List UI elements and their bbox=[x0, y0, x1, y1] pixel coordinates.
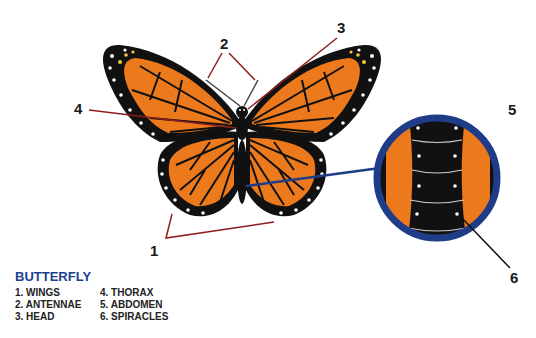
key-item: 1. WINGS bbox=[15, 288, 60, 298]
key-item: 4. THORAX bbox=[100, 288, 153, 298]
callout-number: 4 bbox=[74, 101, 82, 116]
callout-number: 6 bbox=[510, 270, 518, 285]
callout-number: 5 bbox=[508, 102, 516, 117]
key-item: 3. HEAD bbox=[15, 312, 54, 322]
key-item: 2. ANTENNAE bbox=[15, 300, 81, 310]
key-item: 6. SPIRACLES bbox=[100, 312, 168, 322]
callout-number: 3 bbox=[337, 20, 345, 35]
callout-number: 1 bbox=[150, 243, 158, 258]
callout-number: 2 bbox=[220, 36, 228, 51]
key-item: 5. ABDOMEN bbox=[100, 300, 162, 310]
key-title: BUTTERFLY bbox=[15, 270, 91, 283]
